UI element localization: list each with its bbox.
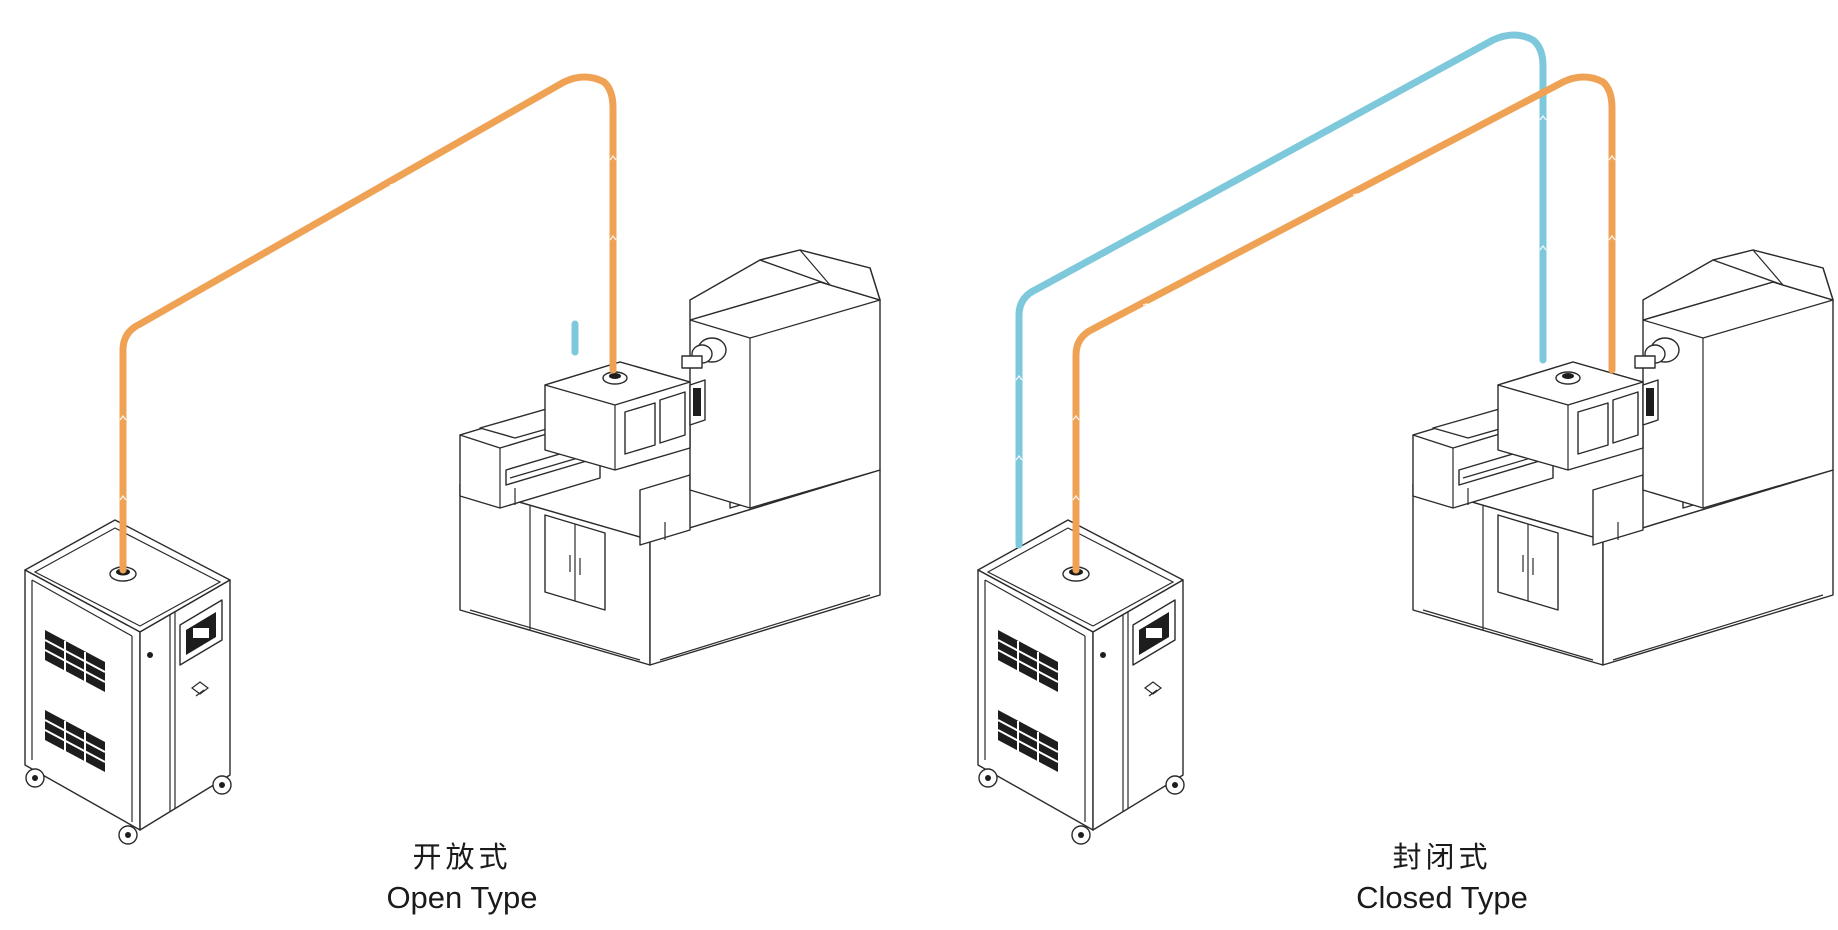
injection-molding-machine-right	[1412, 249, 1834, 666]
closed-type-cn-label: 封闭式	[1392, 842, 1492, 874]
closed-type-caption: 封闭式 Closed Type	[1262, 838, 1622, 918]
mold-temperature-controller-left	[24, 519, 232, 845]
injection-molding-machine-left	[459, 249, 881, 666]
open-type-cn-label: 开放式	[412, 842, 512, 874]
closed-type-diagram	[977, 31, 1834, 845]
supply-pipe-right	[1072, 73, 1616, 574]
open-type-en-label: Open Type	[386, 880, 538, 915]
open-type-caption: 开放式 Open Type	[282, 838, 642, 918]
return-pipe-right	[1015, 31, 1547, 549]
closed-type-en-label: Closed Type	[1356, 880, 1528, 915]
supply-pipe-left	[119, 73, 617, 574]
mold-temperature-controller-right	[977, 519, 1185, 845]
open-type-diagram	[24, 73, 881, 845]
